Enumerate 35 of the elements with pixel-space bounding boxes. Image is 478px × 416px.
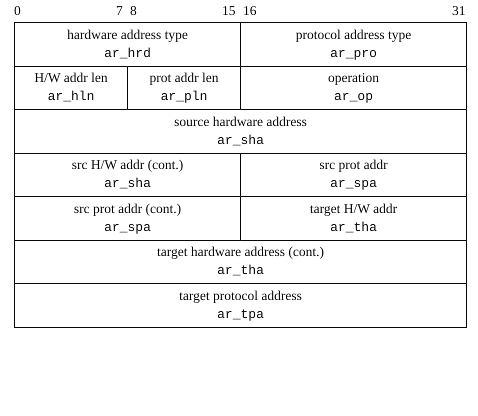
field-description: src prot addr (cont.) (74, 200, 182, 217)
header-field (14, 109, 467, 154)
field-name: ar_spa (104, 220, 151, 236)
field-name: ar_tpa (217, 306, 264, 323)
field-name: ar_tha (330, 220, 377, 236)
field-name: ar_hrd (104, 46, 151, 62)
field-name: ar_spa (330, 176, 377, 192)
field-name: ar_pro (330, 46, 377, 62)
field-description: src H/W addr (cont.) (72, 157, 184, 174)
field-description: protocol address type (296, 26, 412, 43)
field-name: ar_tha (217, 263, 264, 280)
field-description: prot addr len (150, 70, 218, 86)
bit-number: 15 (222, 3, 236, 19)
header-field (14, 240, 467, 284)
field-name: ar_pln (160, 89, 208, 106)
bit-number: 7 (116, 3, 123, 19)
field-description: target H/W addr (310, 200, 398, 217)
field-description: H/W addr len (34, 70, 108, 86)
field-description: operation (328, 70, 379, 86)
header-field (14, 283, 467, 328)
bit-number: 31 (452, 3, 466, 19)
field-name: ar_hln (48, 89, 94, 106)
header-field (14, 22, 241, 66)
field-description: target protocol address (179, 288, 302, 304)
bit-number: 16 (243, 3, 256, 19)
field-description: src prot addr (319, 157, 388, 174)
field-name: ar_sha (217, 132, 264, 149)
header-field (240, 22, 467, 66)
bit-number: 8 (130, 3, 137, 19)
field-description: source hardware address (174, 114, 307, 130)
field-description: target hardware address (cont.) (157, 244, 324, 260)
field-name: ar_op (334, 89, 373, 106)
field-description: hardware address type (67, 26, 188, 43)
bit-number: 0 (14, 3, 21, 19)
field-name: ar_sha (104, 176, 151, 192)
